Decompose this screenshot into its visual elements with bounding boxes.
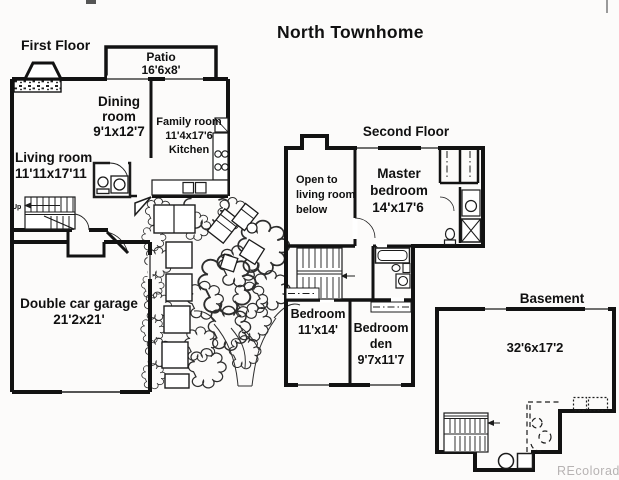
hall-bath — [371, 243, 413, 300]
first-floor-plan — [10, 45, 230, 395]
backyard-landscaping — [140, 181, 301, 390]
stairs-basement — [443, 412, 500, 453]
tree-icon — [193, 303, 301, 387]
down-arrow-icon — [341, 273, 347, 279]
den-dims: 9'7x11'7 — [358, 353, 405, 367]
watermark: REcolorado — [557, 464, 619, 478]
powder-room — [92, 160, 132, 199]
patio-walls — [104, 45, 218, 79]
dining-room-label-2: room — [102, 109, 136, 124]
master-bedroom-label-2: bedroom — [370, 183, 428, 198]
basement-label: Basement — [520, 291, 585, 306]
open-below-label: Open to — [296, 174, 338, 186]
basement-plan — [435, 305, 616, 472]
master-bedroom-dims: 14'x17'6 — [372, 200, 424, 215]
bedroom-dims: 11'x14' — [298, 323, 338, 337]
page-title: North Townhome — [277, 22, 424, 42]
den-label: Bedroom — [354, 321, 409, 335]
second-floor-label: Second Floor — [363, 124, 450, 139]
hearth-icon — [13, 79, 62, 93]
open-below-label-2: living room — [296, 189, 356, 201]
family-room-label: Family room — [156, 116, 222, 128]
toilet-icon — [97, 176, 109, 188]
sink-icon — [391, 263, 401, 273]
garage-label: Double car garage — [20, 296, 138, 311]
back-door-leaf — [134, 196, 152, 217]
patio-label: Patio — [146, 50, 175, 64]
window-well — [587, 396, 609, 412]
door-arc — [439, 196, 455, 212]
basement-dims: 32'6x17'2 — [507, 340, 564, 355]
family-room-dims: 11'4x17'6 — [165, 130, 212, 142]
master-closet — [438, 148, 480, 185]
down-arrow-icon — [487, 420, 494, 426]
kitchen-fixtures — [151, 117, 229, 196]
patio-furniture — [206, 202, 266, 273]
kitchen-label: Kitchen — [169, 144, 210, 156]
open-below-label-3: below — [296, 204, 328, 216]
toilet-icon — [444, 227, 456, 241]
scan-artifacts — [86, 0, 608, 13]
furnace-icon — [516, 452, 534, 470]
fireplace-icon — [22, 61, 64, 81]
dining-room-label: Dining — [98, 94, 140, 109]
sink-icon — [464, 199, 478, 213]
garage-dims: 21'2x21' — [53, 312, 104, 327]
bedroom-label: Bedroom — [291, 307, 346, 321]
stepping-stones — [153, 204, 196, 389]
stairs-up-label: Up — [12, 204, 21, 211]
living-room-label: Living room — [15, 150, 92, 165]
window-well — [572, 396, 588, 412]
den-label-2: den — [370, 337, 392, 351]
bath-rough-in — [526, 401, 559, 452]
stairs-first-floor — [24, 196, 76, 230]
kitchen-sink-icon — [182, 181, 195, 194]
up-arrow-icon — [24, 202, 31, 209]
water-heater-icon — [497, 452, 515, 470]
first-floor-label: First Floor — [21, 37, 91, 53]
master-bedroom-label: Master — [377, 166, 421, 181]
master-bath — [439, 187, 482, 246]
second-floor-plan — [284, 134, 485, 389]
patio-dims: 16'6x8' — [141, 63, 180, 77]
door-arc — [354, 217, 376, 239]
living-room-dims: 11'11x17'11 — [15, 166, 87, 181]
dining-room-dims: 9'1x12'7 — [93, 124, 144, 139]
